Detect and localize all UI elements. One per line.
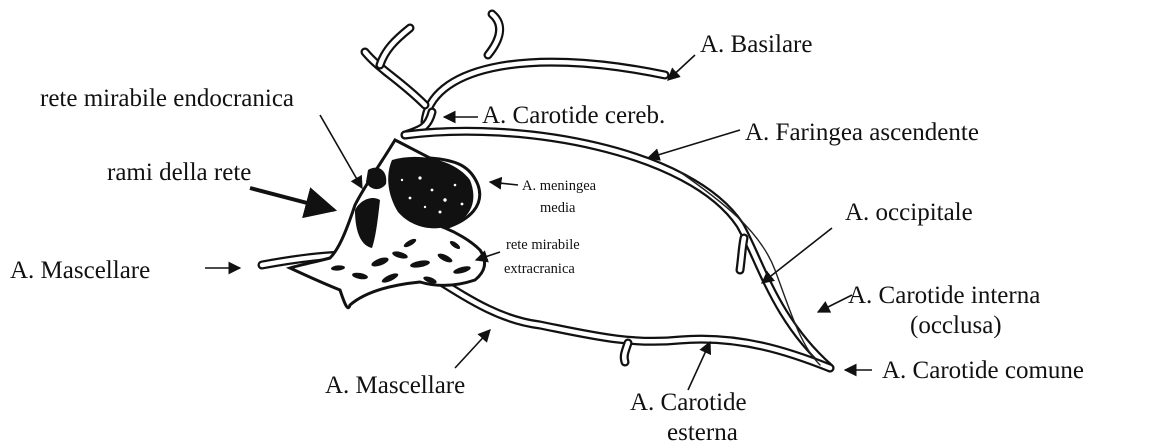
label-rami-rete: rami della rete — [107, 159, 251, 186]
labels: A. Basilare rete mirabile endocranica A.… — [10, 31, 1084, 446]
label-occipitale: A. occipitale — [845, 199, 973, 226]
label-basilare: A. Basilare — [700, 31, 812, 58]
label-carotide-interna-line2: (occlusa) — [910, 312, 1002, 339]
arrow-mascellare-bottom — [455, 330, 490, 368]
label-rete-extra-line1: rete mirabile — [506, 237, 580, 253]
label-rete-endocranica: rete mirabile endocranica — [40, 85, 294, 112]
arrow-faringea — [648, 130, 740, 158]
arrow-rete-endocranica — [320, 115, 362, 188]
label-mascellare-left: A. Mascellare — [10, 257, 150, 284]
arrow-basilare — [668, 55, 695, 80]
label-meningea-line2: media — [540, 200, 576, 216]
label-mascellare-bottom: A. Mascellare — [325, 372, 465, 399]
label-carotide-cereb: A. Carotide cereb. — [482, 102, 665, 129]
arrow-rami-rete — [250, 188, 334, 210]
label-carotide-esterna-line1: A. Carotide — [630, 389, 747, 416]
arrow-carotide-interna — [818, 295, 852, 312]
arrow-occipitale — [762, 228, 832, 283]
rete-mirabile-mass — [290, 140, 485, 308]
label-meningea-line1: A. meningea — [522, 178, 597, 194]
label-carotide-comune: A. Carotide comune — [882, 357, 1084, 384]
label-rete-extra-line2: extracranica — [504, 261, 575, 277]
label-carotide-interna-line1: A. Carotide interna — [848, 282, 1040, 309]
arrow-meningea — [490, 182, 518, 185]
label-faringea: A. Faringea ascendente — [745, 119, 979, 146]
arrow-carotide-esterna — [688, 342, 710, 390]
label-carotide-esterna-line2: esterna — [667, 419, 738, 446]
